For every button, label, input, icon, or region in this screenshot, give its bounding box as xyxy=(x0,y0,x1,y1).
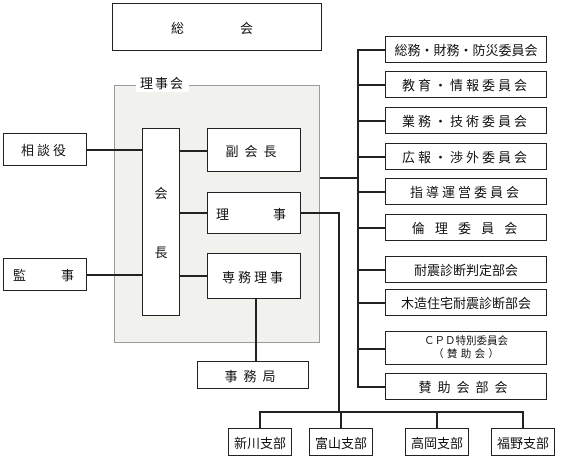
committee-label: 教育・情報委員会 xyxy=(401,79,530,94)
connector-managing-director xyxy=(180,275,207,277)
committee-guidance-operation: 指導運営委員会 xyxy=(385,178,547,205)
committee-label: ＣＰＤ特別委員会 xyxy=(424,335,508,347)
auditor-label: 監 事 xyxy=(12,269,77,284)
branch-label: 福野支部 xyxy=(496,436,549,452)
branch-toyama: 富山支部 xyxy=(309,428,373,456)
connector-secretariat xyxy=(255,299,257,361)
committee-ethics: 倫 理 委 員 会 xyxy=(385,214,547,241)
committee-branch xyxy=(357,386,385,388)
committee-sublabel: （ 賛 助 会 ） xyxy=(433,348,499,360)
committee-branch xyxy=(357,191,385,193)
connector-vice-president xyxy=(180,150,207,152)
advisor-box: 相談役 xyxy=(3,133,87,166)
branch-fukuno: 福野支部 xyxy=(491,428,555,456)
committee-cpd-special: ＣＰＤ特別委員会 （ 賛 助 会 ） xyxy=(385,331,547,365)
branch-label: 新川支部 xyxy=(233,436,286,452)
committee-business-technology: 業務・技術委員会 xyxy=(385,107,547,134)
committee-label: 賛助会部会 xyxy=(418,381,514,396)
advisor-label: 相談役 xyxy=(20,144,69,159)
committee-label: 業務・技術委員会 xyxy=(401,115,530,130)
secretariat-box: 事務局 xyxy=(197,361,309,389)
board-label: 理事会 xyxy=(136,78,190,92)
connector-director xyxy=(180,212,207,214)
committee-branch xyxy=(357,302,385,304)
committee-seismic-assessment: 耐震診断判定部会 xyxy=(385,256,547,283)
branch-label: 富山支部 xyxy=(314,436,367,452)
branch-takaoka: 高岡支部 xyxy=(405,428,469,456)
branch-drop xyxy=(522,411,524,428)
committee-branch xyxy=(357,49,385,51)
committee-general-finance-disaster: 総務・財務・防災委員会 xyxy=(385,36,547,63)
committee-branch xyxy=(357,156,385,158)
committee-label: 木造住宅耐震診断部会 xyxy=(400,297,531,312)
committee-pr-external: 広報・渉外委員会 xyxy=(385,143,547,170)
branch-bar xyxy=(260,411,523,413)
president-char-2: 長 xyxy=(154,246,168,261)
committee-label: 倫 理 委 員 会 xyxy=(411,222,521,237)
committee-trunk xyxy=(357,49,359,387)
committee-supporting-members: 賛助会部会 xyxy=(385,373,547,400)
branch-label: 高岡支部 xyxy=(410,436,463,452)
secretariat-label: 事務局 xyxy=(224,369,282,385)
managing-director-label: 専務理事 xyxy=(221,270,286,286)
general-assembly-box: 総 会 xyxy=(112,3,322,51)
committee-branch xyxy=(357,269,385,271)
connector-advisor xyxy=(87,149,142,151)
committee-label: 指導運営委員会 xyxy=(409,186,522,201)
branch-drop xyxy=(340,411,342,428)
director-box: 理 事 xyxy=(207,192,301,234)
president-box: 会 長 xyxy=(142,128,180,316)
committee-label: 総務・財務・防災委員会 xyxy=(394,44,538,59)
committee-branch xyxy=(357,84,385,86)
committee-wooden-house-seismic: 木造住宅耐震診断部会 xyxy=(385,289,547,316)
committee-label: 広報・渉外委員会 xyxy=(401,151,530,166)
connector-board-to-committees xyxy=(320,177,358,179)
committee-label: 耐震診断判定部会 xyxy=(413,264,518,279)
committee-branch xyxy=(357,227,385,229)
director-label: 理 事 xyxy=(215,207,292,223)
connector-director-to-branches xyxy=(301,212,339,214)
committee-branch xyxy=(357,348,385,350)
general-assembly-label: 総 会 xyxy=(170,21,263,37)
vice-president-label: 副会長 xyxy=(225,144,283,160)
branch-drop xyxy=(436,411,438,428)
auditor-box: 監 事 xyxy=(3,258,87,291)
president-char-1: 会 xyxy=(154,187,168,202)
committee-education-information: 教育・情報委員会 xyxy=(385,71,547,98)
vice-president-box: 副会長 xyxy=(207,128,301,172)
branch-niikawa: 新川支部 xyxy=(228,428,292,456)
committee-branch xyxy=(357,120,385,122)
branch-trunk xyxy=(338,212,340,412)
branch-drop xyxy=(259,411,261,428)
connector-auditor xyxy=(87,274,142,276)
managing-director-box: 専務理事 xyxy=(207,253,301,299)
